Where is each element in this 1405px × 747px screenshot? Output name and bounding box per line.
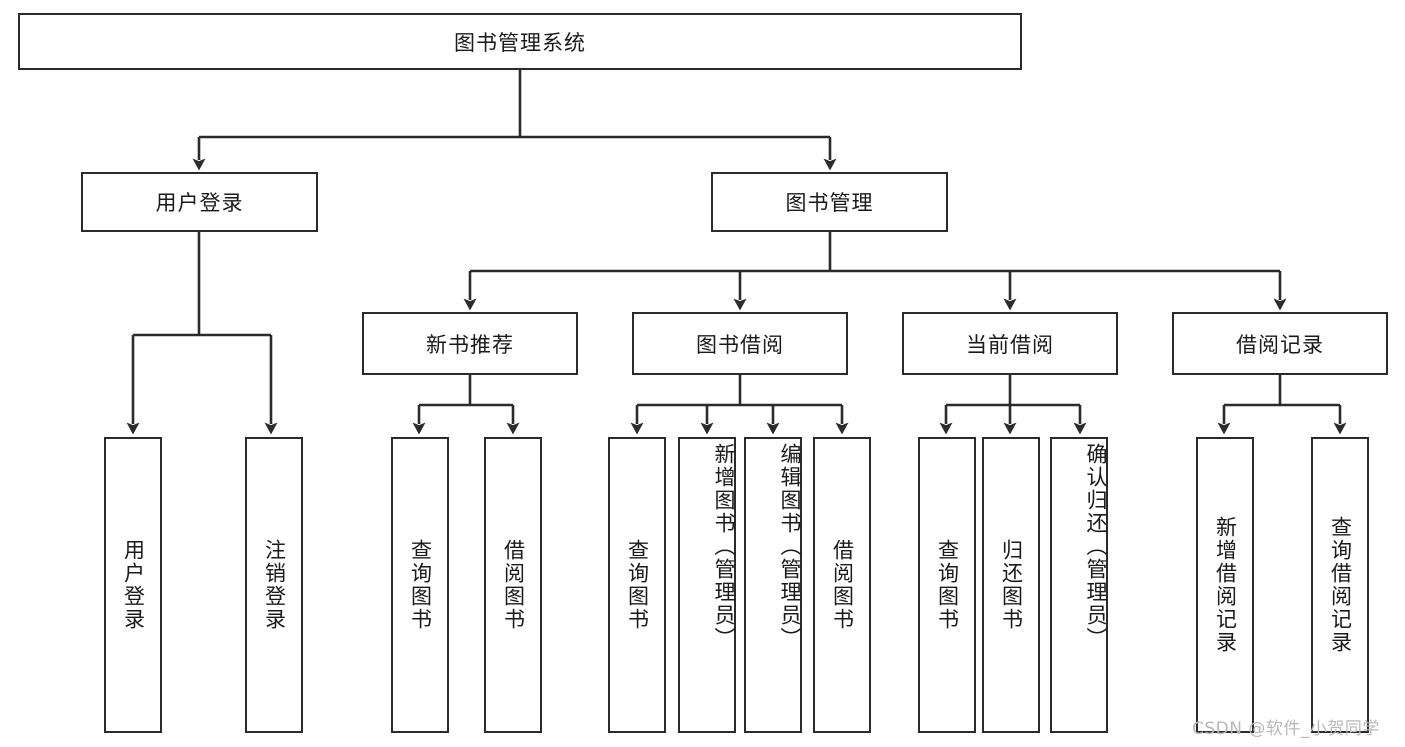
node-book-borrow[interactable]: 图书借阅 (632, 312, 848, 375)
node-label: 新增图书（管理员） (712, 443, 736, 650)
node-label: 用户登录 (155, 191, 244, 215)
leaf-add-borrow-record[interactable]: 新增借阅记录 (1196, 437, 1254, 733)
leaf-query-borrow-record[interactable]: 查询借阅记录 (1311, 437, 1369, 733)
node-current-borrow[interactable]: 当前借阅 (902, 312, 1118, 375)
node-label: 查询图书 (625, 539, 650, 631)
node-book-management[interactable]: 图书管理 (711, 172, 948, 232)
leaf-add-book-admin[interactable]: 新增图书（管理员） (678, 437, 736, 733)
node-label: 新增借阅记录 (1213, 516, 1238, 654)
leaf-return-book[interactable]: 归还图书 (982, 437, 1040, 733)
leaf-edit-book-admin[interactable]: 编辑图书（管理员） (744, 437, 802, 733)
node-borrow-record[interactable]: 借阅记录 (1172, 312, 1388, 375)
node-label: 确认归还（管理员） (1084, 443, 1108, 650)
leaf-query-book-borrow[interactable]: 查询图书 (608, 437, 666, 733)
watermark-text: CSDN @软件_小贺同学 (1192, 719, 1380, 739)
node-new-book-recommend[interactable]: 新书推荐 (362, 312, 578, 375)
node-label: 查询图书 (408, 539, 433, 631)
leaf-confirm-return-admin[interactable]: 确认归还（管理员） (1050, 437, 1108, 733)
node-label: 新书推荐 (426, 332, 514, 357)
leaf-user-logout[interactable]: 注销登录 (245, 437, 303, 733)
node-label: 查询借阅记录 (1328, 516, 1353, 654)
node-label: 归还图书 (999, 539, 1024, 631)
leaf-query-book-current[interactable]: 查询图书 (918, 437, 976, 733)
leaf-query-book-newbook[interactable]: 查询图书 (391, 437, 449, 733)
leaf-borrow-book-borrow[interactable]: 借阅图书 (813, 437, 871, 733)
leaf-user-login[interactable]: 用户登录 (104, 437, 162, 733)
node-label: 用户登录 (121, 539, 146, 631)
node-root-book-management-system[interactable]: 图书管理系统 (18, 13, 1022, 70)
node-user-login[interactable]: 用户登录 (81, 172, 318, 232)
node-label: 查询图书 (935, 539, 960, 631)
node-label: 图书管理系统 (454, 30, 586, 55)
node-label: 借阅记录 (1236, 332, 1324, 357)
leaf-borrow-book-newbook[interactable]: 借阅图书 (484, 437, 542, 733)
node-label: 图书借阅 (696, 332, 784, 357)
node-label: 当前借阅 (966, 332, 1054, 357)
node-label: 编辑图书（管理员） (778, 443, 802, 650)
node-label: 借阅图书 (830, 539, 855, 631)
node-label: 图书管理 (785, 191, 874, 215)
node-label: 借阅图书 (501, 539, 526, 631)
node-label: 注销登录 (262, 539, 287, 631)
